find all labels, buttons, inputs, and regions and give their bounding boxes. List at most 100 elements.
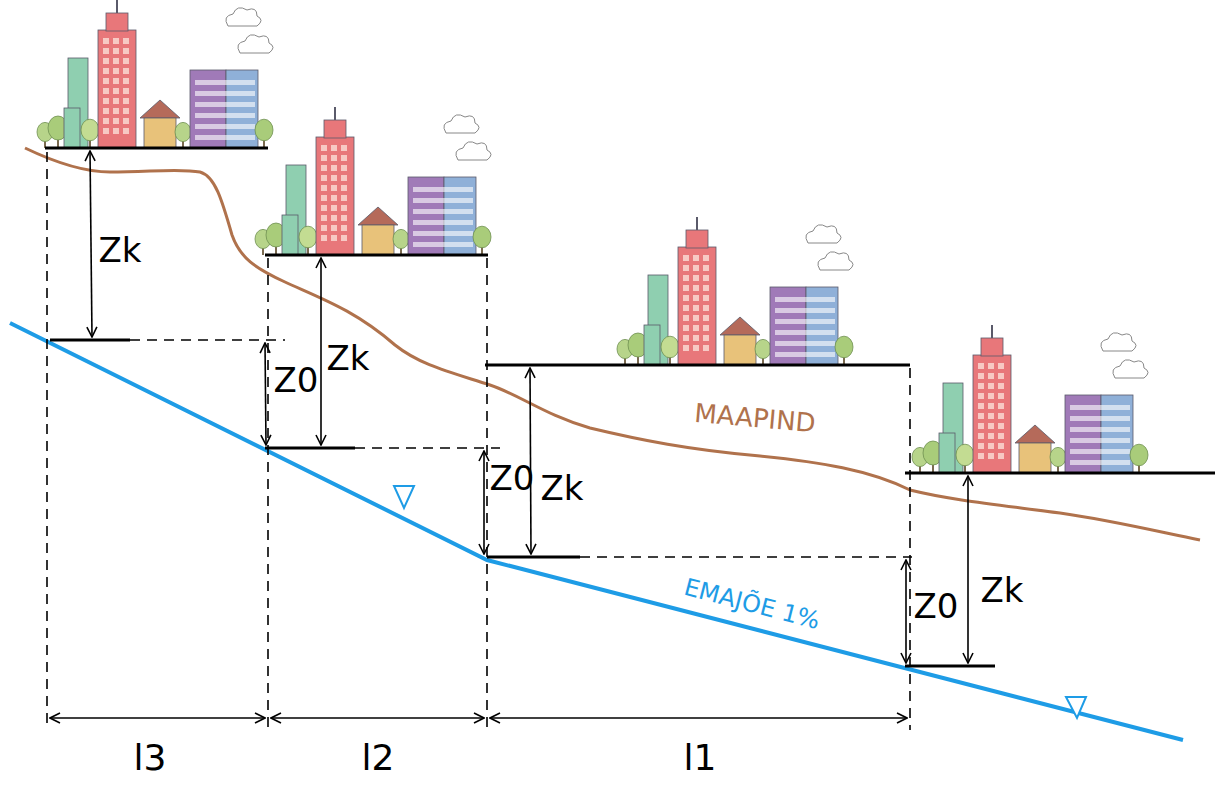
- antenna: [116, 0, 118, 13]
- city-illustration: [255, 107, 491, 255]
- window: [113, 58, 119, 64]
- water-level-line: [10, 323, 1183, 740]
- cloud: [818, 252, 853, 270]
- window: [988, 423, 994, 429]
- city-illustration: [617, 217, 853, 365]
- window: [703, 305, 709, 311]
- window-row: [195, 91, 255, 96]
- window-row: [1070, 449, 1130, 454]
- red-tower: [98, 30, 136, 148]
- window: [321, 205, 327, 211]
- window: [988, 433, 994, 439]
- window: [693, 315, 699, 321]
- window-row: [195, 124, 255, 129]
- window: [683, 295, 689, 301]
- window-row: [413, 220, 473, 225]
- green-annex: [64, 108, 80, 148]
- window-row: [195, 102, 255, 107]
- window: [703, 335, 709, 341]
- window: [703, 275, 709, 281]
- window-row: [413, 187, 473, 192]
- green-annex: [939, 433, 955, 473]
- window: [978, 383, 984, 389]
- window: [113, 108, 119, 114]
- window: [113, 128, 119, 134]
- depth-label: Z0: [914, 589, 959, 623]
- window: [103, 48, 109, 54]
- tree: [661, 336, 679, 358]
- house-roof: [720, 317, 760, 335]
- ground-line: [25, 148, 1200, 540]
- window: [978, 393, 984, 399]
- window: [693, 325, 699, 331]
- window: [703, 315, 709, 321]
- window: [113, 38, 119, 44]
- window: [341, 155, 347, 161]
- window: [988, 393, 994, 399]
- window: [693, 345, 699, 351]
- window: [113, 48, 119, 54]
- window: [321, 155, 327, 161]
- house: [724, 335, 756, 365]
- window-row: [413, 209, 473, 214]
- window: [683, 335, 689, 341]
- window: [103, 108, 109, 114]
- window: [123, 98, 129, 104]
- window-row: [1070, 438, 1130, 443]
- window: [988, 443, 994, 449]
- antenna: [696, 217, 698, 230]
- height-label: Zk: [541, 471, 584, 505]
- window: [331, 145, 337, 151]
- window: [703, 325, 709, 331]
- house: [362, 225, 394, 255]
- window: [703, 295, 709, 301]
- window: [978, 373, 984, 379]
- height-arrows: [90, 151, 968, 663]
- house-roof: [140, 100, 180, 118]
- window: [103, 78, 109, 84]
- window: [331, 225, 337, 231]
- window: [341, 165, 347, 171]
- window: [123, 38, 129, 44]
- window: [998, 453, 1004, 459]
- window: [103, 128, 109, 134]
- window: [341, 195, 347, 201]
- window: [103, 98, 109, 104]
- window: [321, 235, 327, 241]
- window: [998, 363, 1004, 369]
- window: [113, 98, 119, 104]
- window: [998, 423, 1004, 429]
- window: [998, 373, 1004, 379]
- window: [998, 413, 1004, 419]
- tower-top: [981, 338, 1003, 356]
- depth-label: Z0: [274, 363, 319, 397]
- house-roof: [1015, 425, 1055, 443]
- river-label: EMAJÕE 1%: [682, 575, 823, 633]
- window: [978, 413, 984, 419]
- red-tower: [316, 137, 354, 255]
- window: [683, 265, 689, 271]
- depth-label: Z0: [490, 461, 535, 495]
- cloud: [456, 142, 491, 160]
- city-level-lines: [45, 148, 1215, 473]
- window: [988, 403, 994, 409]
- window: [683, 345, 689, 351]
- window: [331, 235, 337, 241]
- window: [103, 88, 109, 94]
- window-row: [413, 242, 473, 247]
- window: [331, 155, 337, 161]
- tree: [956, 444, 974, 466]
- window: [988, 413, 994, 419]
- window: [683, 325, 689, 331]
- window: [683, 255, 689, 261]
- window: [321, 185, 327, 191]
- cloud: [1113, 360, 1148, 378]
- window: [103, 58, 109, 64]
- window: [703, 265, 709, 271]
- tower-top: [686, 230, 708, 248]
- house-roof: [358, 207, 398, 225]
- red-tower: [973, 355, 1011, 473]
- window: [978, 423, 984, 429]
- window: [703, 345, 709, 351]
- city-illustrations: [37, 0, 1148, 473]
